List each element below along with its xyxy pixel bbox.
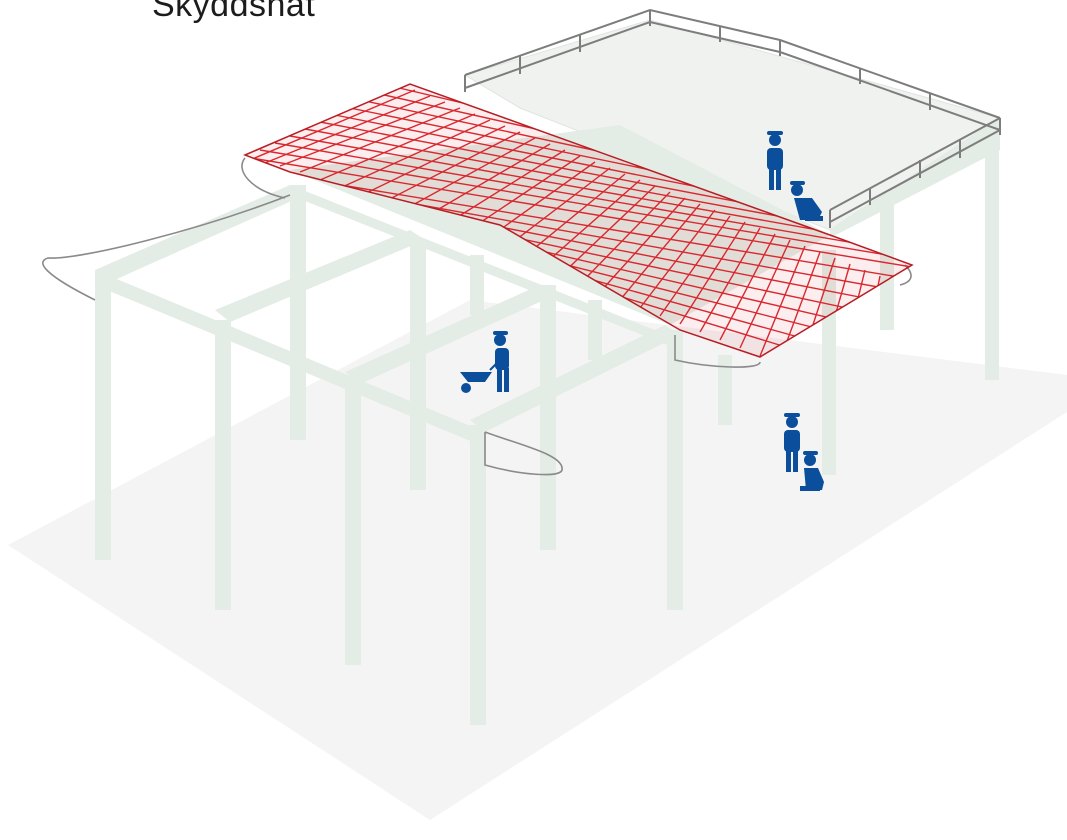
ground-plane — [8, 300, 1067, 820]
